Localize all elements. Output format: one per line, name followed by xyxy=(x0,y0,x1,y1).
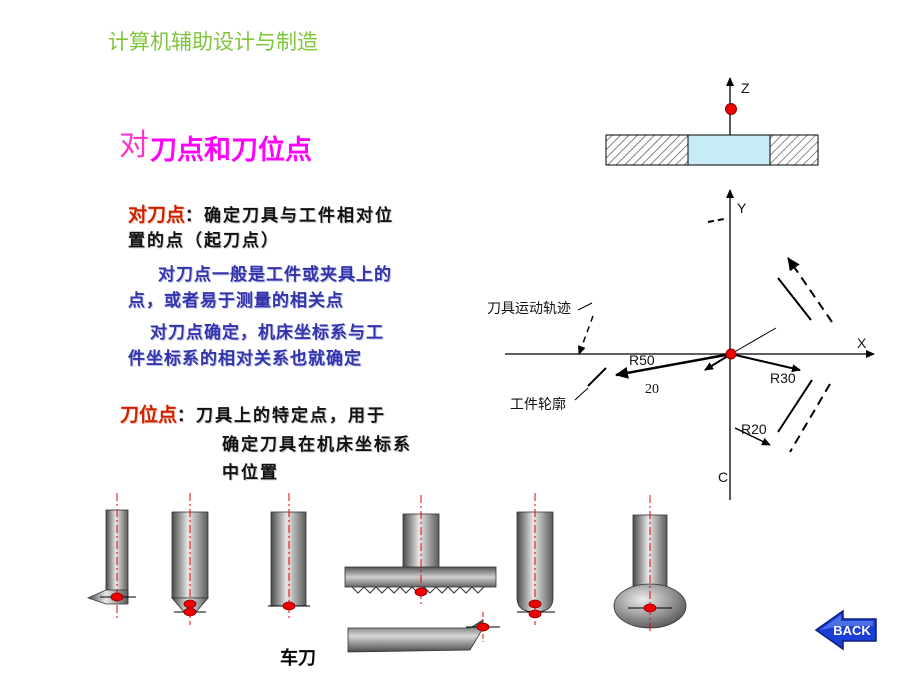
workpiece-leader xyxy=(574,387,589,401)
duidaodian-colon: ： xyxy=(185,206,205,226)
r30-label: R30 xyxy=(770,370,796,386)
daoweidian-line2: 确定刀具在机床坐标系 xyxy=(222,435,412,455)
value-20-label: 20 xyxy=(645,382,659,397)
fixture-right xyxy=(769,134,819,166)
duidaodian-para3-line1: 对刀点确定，机床坐标系与工 xyxy=(150,323,384,343)
daoweidian-line3: 中位置 xyxy=(222,463,279,483)
tool-face-mill xyxy=(344,495,497,605)
r50-vector xyxy=(615,352,732,379)
lathe-tool xyxy=(347,612,500,653)
r20-vector xyxy=(734,427,771,446)
back-button[interactable]: BACK xyxy=(814,609,877,651)
tool-bullnose-mill xyxy=(516,493,555,625)
tool-point xyxy=(282,601,296,611)
tool-point xyxy=(183,599,197,609)
z-reference-point xyxy=(725,103,737,115)
duidaodian-term: 对刀点 xyxy=(128,204,186,226)
tool-side-cutter xyxy=(86,493,136,620)
back-button-label: BACK xyxy=(833,623,871,638)
duidaodian-para2-line2: 点，或者易于测量的相关点 xyxy=(128,291,344,311)
fixture-left xyxy=(605,134,689,166)
duidaodian-para3-line2: 件坐标系的相对关系也就确定 xyxy=(128,349,362,369)
tool-point xyxy=(528,609,542,619)
tool-ball-mill xyxy=(613,495,687,632)
coordinate-diagram: Z Y C X 刀具运动轨迹 工件轮廓 R xyxy=(487,77,875,500)
slide-title-prefix: 对 xyxy=(119,128,149,163)
daoweidian-colon: ： xyxy=(177,406,197,426)
tool-path-upper xyxy=(787,257,833,323)
workpiece-outline-label: 工件轮廓 xyxy=(510,396,566,413)
header-title: 计算机辅助设计与制造 xyxy=(108,30,318,54)
tool-flat-end-mill xyxy=(268,493,310,620)
duidaodian-line2: 置的点（起刀点） xyxy=(128,231,280,251)
tool-point xyxy=(183,607,197,617)
lathe-tool-label: 车刀 xyxy=(280,648,316,669)
daoweidian-definition: 刀位点：刀具上的特定点，用于 xyxy=(120,400,386,430)
x-axis-label: X xyxy=(857,335,867,351)
duidaodian-para2-line1: 对刀点一般是工件或夹具上的 xyxy=(158,265,392,285)
origin-point xyxy=(725,348,737,360)
contour-line-lower xyxy=(777,379,813,433)
tool-point xyxy=(643,603,657,613)
tool-chamfer-mill xyxy=(171,493,209,625)
tool-path-lower xyxy=(789,383,831,453)
tool-path-arrow xyxy=(578,315,594,355)
dashed-segment xyxy=(707,218,725,223)
tool-point xyxy=(110,592,124,602)
tool-point xyxy=(414,587,428,597)
diag-vector xyxy=(730,327,777,355)
r50-label: R50 xyxy=(629,352,655,368)
c-axis-label: C xyxy=(718,469,728,485)
duidaodian-line1: 确定刀具与工件相对位 xyxy=(204,206,395,226)
r30-vector xyxy=(730,353,801,373)
r20-label: R20 xyxy=(741,421,767,437)
y-axis-label: Y xyxy=(737,200,747,216)
tool-path-label: 刀具运动轨迹 xyxy=(487,301,571,317)
slide-title: 刀点和刀位点 xyxy=(150,135,312,166)
tool-path-leader xyxy=(577,302,593,311)
contour-line-left xyxy=(587,367,607,387)
fixture-center xyxy=(687,134,771,166)
tools-row xyxy=(86,493,687,653)
duidaodian-definition: 对刀点：确定刀具与工件相对位 xyxy=(128,200,394,230)
tool-point xyxy=(528,599,542,609)
daoweidian-line1: 刀具上的特定点，用于 xyxy=(196,406,387,426)
daoweidian-term: 刀位点 xyxy=(120,404,178,426)
contour-line-upper xyxy=(777,277,812,321)
z-axis-label: Z xyxy=(741,80,750,96)
tool-point xyxy=(476,622,490,632)
